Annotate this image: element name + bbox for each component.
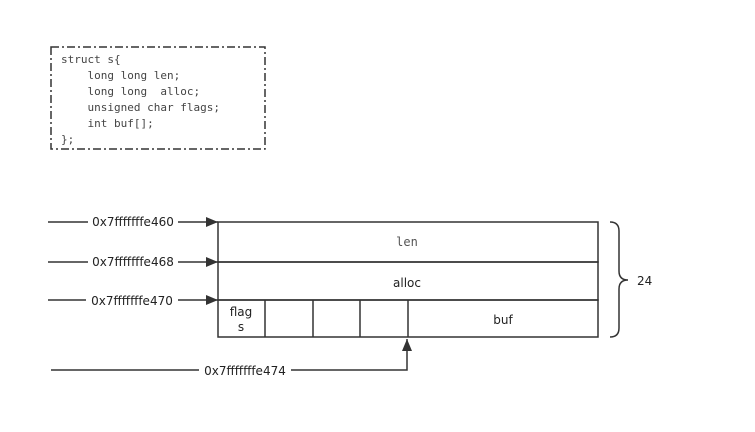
struct-code-border bbox=[50, 46, 266, 150]
pointer-address-0: 0x7fffffffe460 bbox=[92, 215, 174, 229]
code-line: int buf[]; bbox=[61, 117, 154, 130]
memory-label-len: len bbox=[396, 235, 418, 249]
size-brace-label: 24 bbox=[637, 274, 652, 288]
pointer-address-2: 0x7fffffffe470 bbox=[91, 294, 173, 308]
pointer-arrow-3 bbox=[51, 339, 412, 371]
pointer-address-3: 0x7fffffffe474 bbox=[204, 364, 286, 378]
pointer-label-bg bbox=[199, 362, 291, 378]
code-line: }; bbox=[61, 133, 75, 146]
memory-label-flags-cont: s bbox=[238, 320, 244, 334]
code-line: long long alloc; bbox=[61, 85, 201, 98]
pointer-address-1: 0x7fffffffe468 bbox=[92, 255, 174, 269]
code-line: unsigned char flags; bbox=[61, 101, 220, 114]
pointer-label-bg bbox=[88, 254, 178, 270]
flags-label-line2: s bbox=[238, 320, 244, 334]
code-line: long long len; bbox=[61, 69, 181, 82]
memory-label-buf: buf bbox=[493, 313, 513, 327]
memory-label-flags: flag bbox=[230, 305, 253, 319]
struct-code-box: struct s{ long long len; long long alloc… bbox=[51, 47, 264, 149]
pointer-label-bg bbox=[86, 292, 178, 308]
code-line: struct s{ bbox=[61, 53, 121, 66]
pointer-label-bg bbox=[88, 214, 178, 230]
size-brace bbox=[609, 221, 629, 338]
memory-label-alloc: alloc bbox=[393, 276, 421, 290]
flags-label-line1: flag bbox=[230, 305, 253, 319]
